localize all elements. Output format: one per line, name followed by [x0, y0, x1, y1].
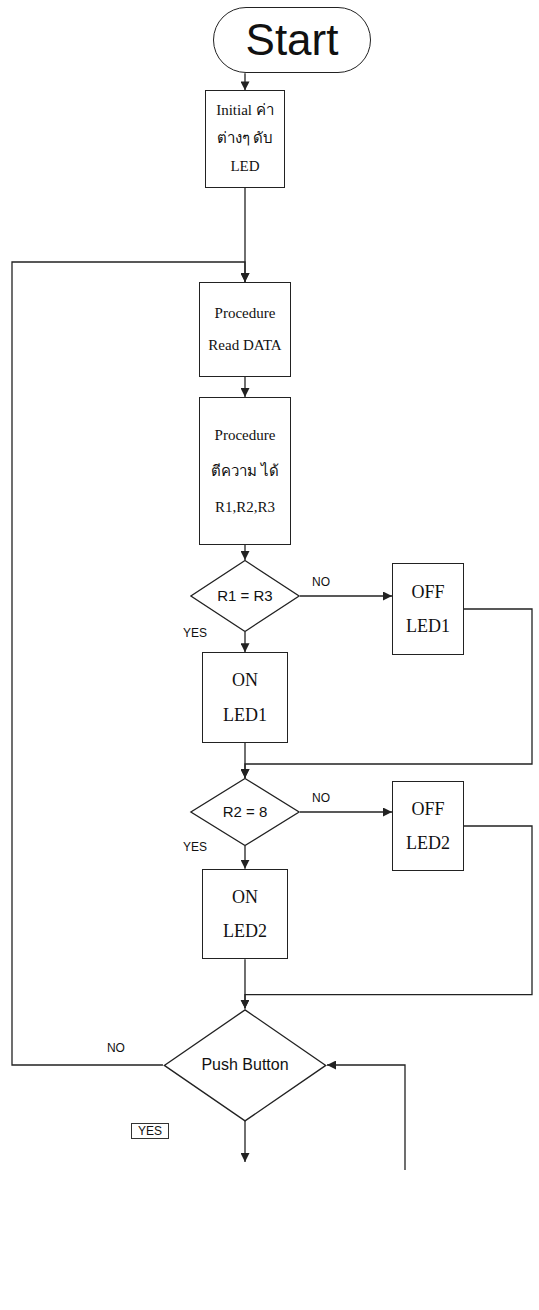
node-text: R1 = R3 — [217, 587, 272, 605]
process-box: Initial ค่าต่างๆ ดับ LED — [205, 90, 285, 187]
flow-arrow — [244, 545, 245, 560]
node-text: Start — [246, 16, 339, 64]
node-text: OFF LED1 — [401, 575, 455, 643]
branch-label: NO — [105, 1041, 127, 1055]
process-box: ON LED1 — [202, 652, 288, 742]
node-text: Procedure Read DATA — [204, 298, 286, 361]
node-text: OFF LED2 — [401, 792, 455, 860]
decision-diamond: R1 = R3 — [190, 560, 300, 632]
node-text: Procedure ตีความ ได้ R1,R2,R3 — [204, 417, 286, 525]
process-box: OFF LED1 — [392, 563, 464, 655]
diamond-shape — [164, 1009, 325, 1120]
branch-label: YES — [181, 626, 209, 640]
flow-arrow — [244, 377, 245, 397]
flow-arrow — [244, 743, 245, 778]
diamond-shape — [191, 561, 299, 632]
process-box: Procedure Read DATA — [199, 282, 291, 377]
flow-arrow — [245, 609, 532, 778]
node-text: ON LED1 — [211, 663, 279, 731]
branch-label: YES — [131, 1123, 169, 1139]
node-text: Push Button — [201, 1050, 288, 1080]
diamond-shape — [191, 779, 299, 846]
flow-arrow — [244, 959, 245, 1008]
branch-label: YES — [181, 840, 209, 854]
branch-label: NO — [310, 575, 332, 589]
flow-arrow — [244, 73, 245, 90]
decision-diamond: R2 = 8 — [190, 778, 300, 846]
flow-arrow — [244, 846, 245, 869]
node-text: R2 = 8 — [223, 803, 268, 821]
decision-diamond: Push Button — [163, 1009, 327, 1122]
process-box: Procedure ตีความ ได้ R1,R2,R3 — [199, 397, 291, 545]
flow-arrow — [245, 826, 532, 1009]
return-line — [327, 1065, 405, 1170]
process-box: OFF LED2 — [392, 781, 464, 871]
process-box: ON LED2 — [202, 869, 288, 959]
branch-label: NO — [310, 791, 332, 805]
node-text: ON LED2 — [211, 880, 279, 948]
flow-arrow — [300, 595, 392, 596]
exit-line — [244, 1120, 245, 1162]
node-text: Initial ค่าต่างๆ ดับ LED — [210, 97, 280, 180]
flow-arrow — [244, 632, 245, 652]
terminal-box: Start — [213, 7, 371, 73]
flow-arrow — [300, 811, 392, 812]
